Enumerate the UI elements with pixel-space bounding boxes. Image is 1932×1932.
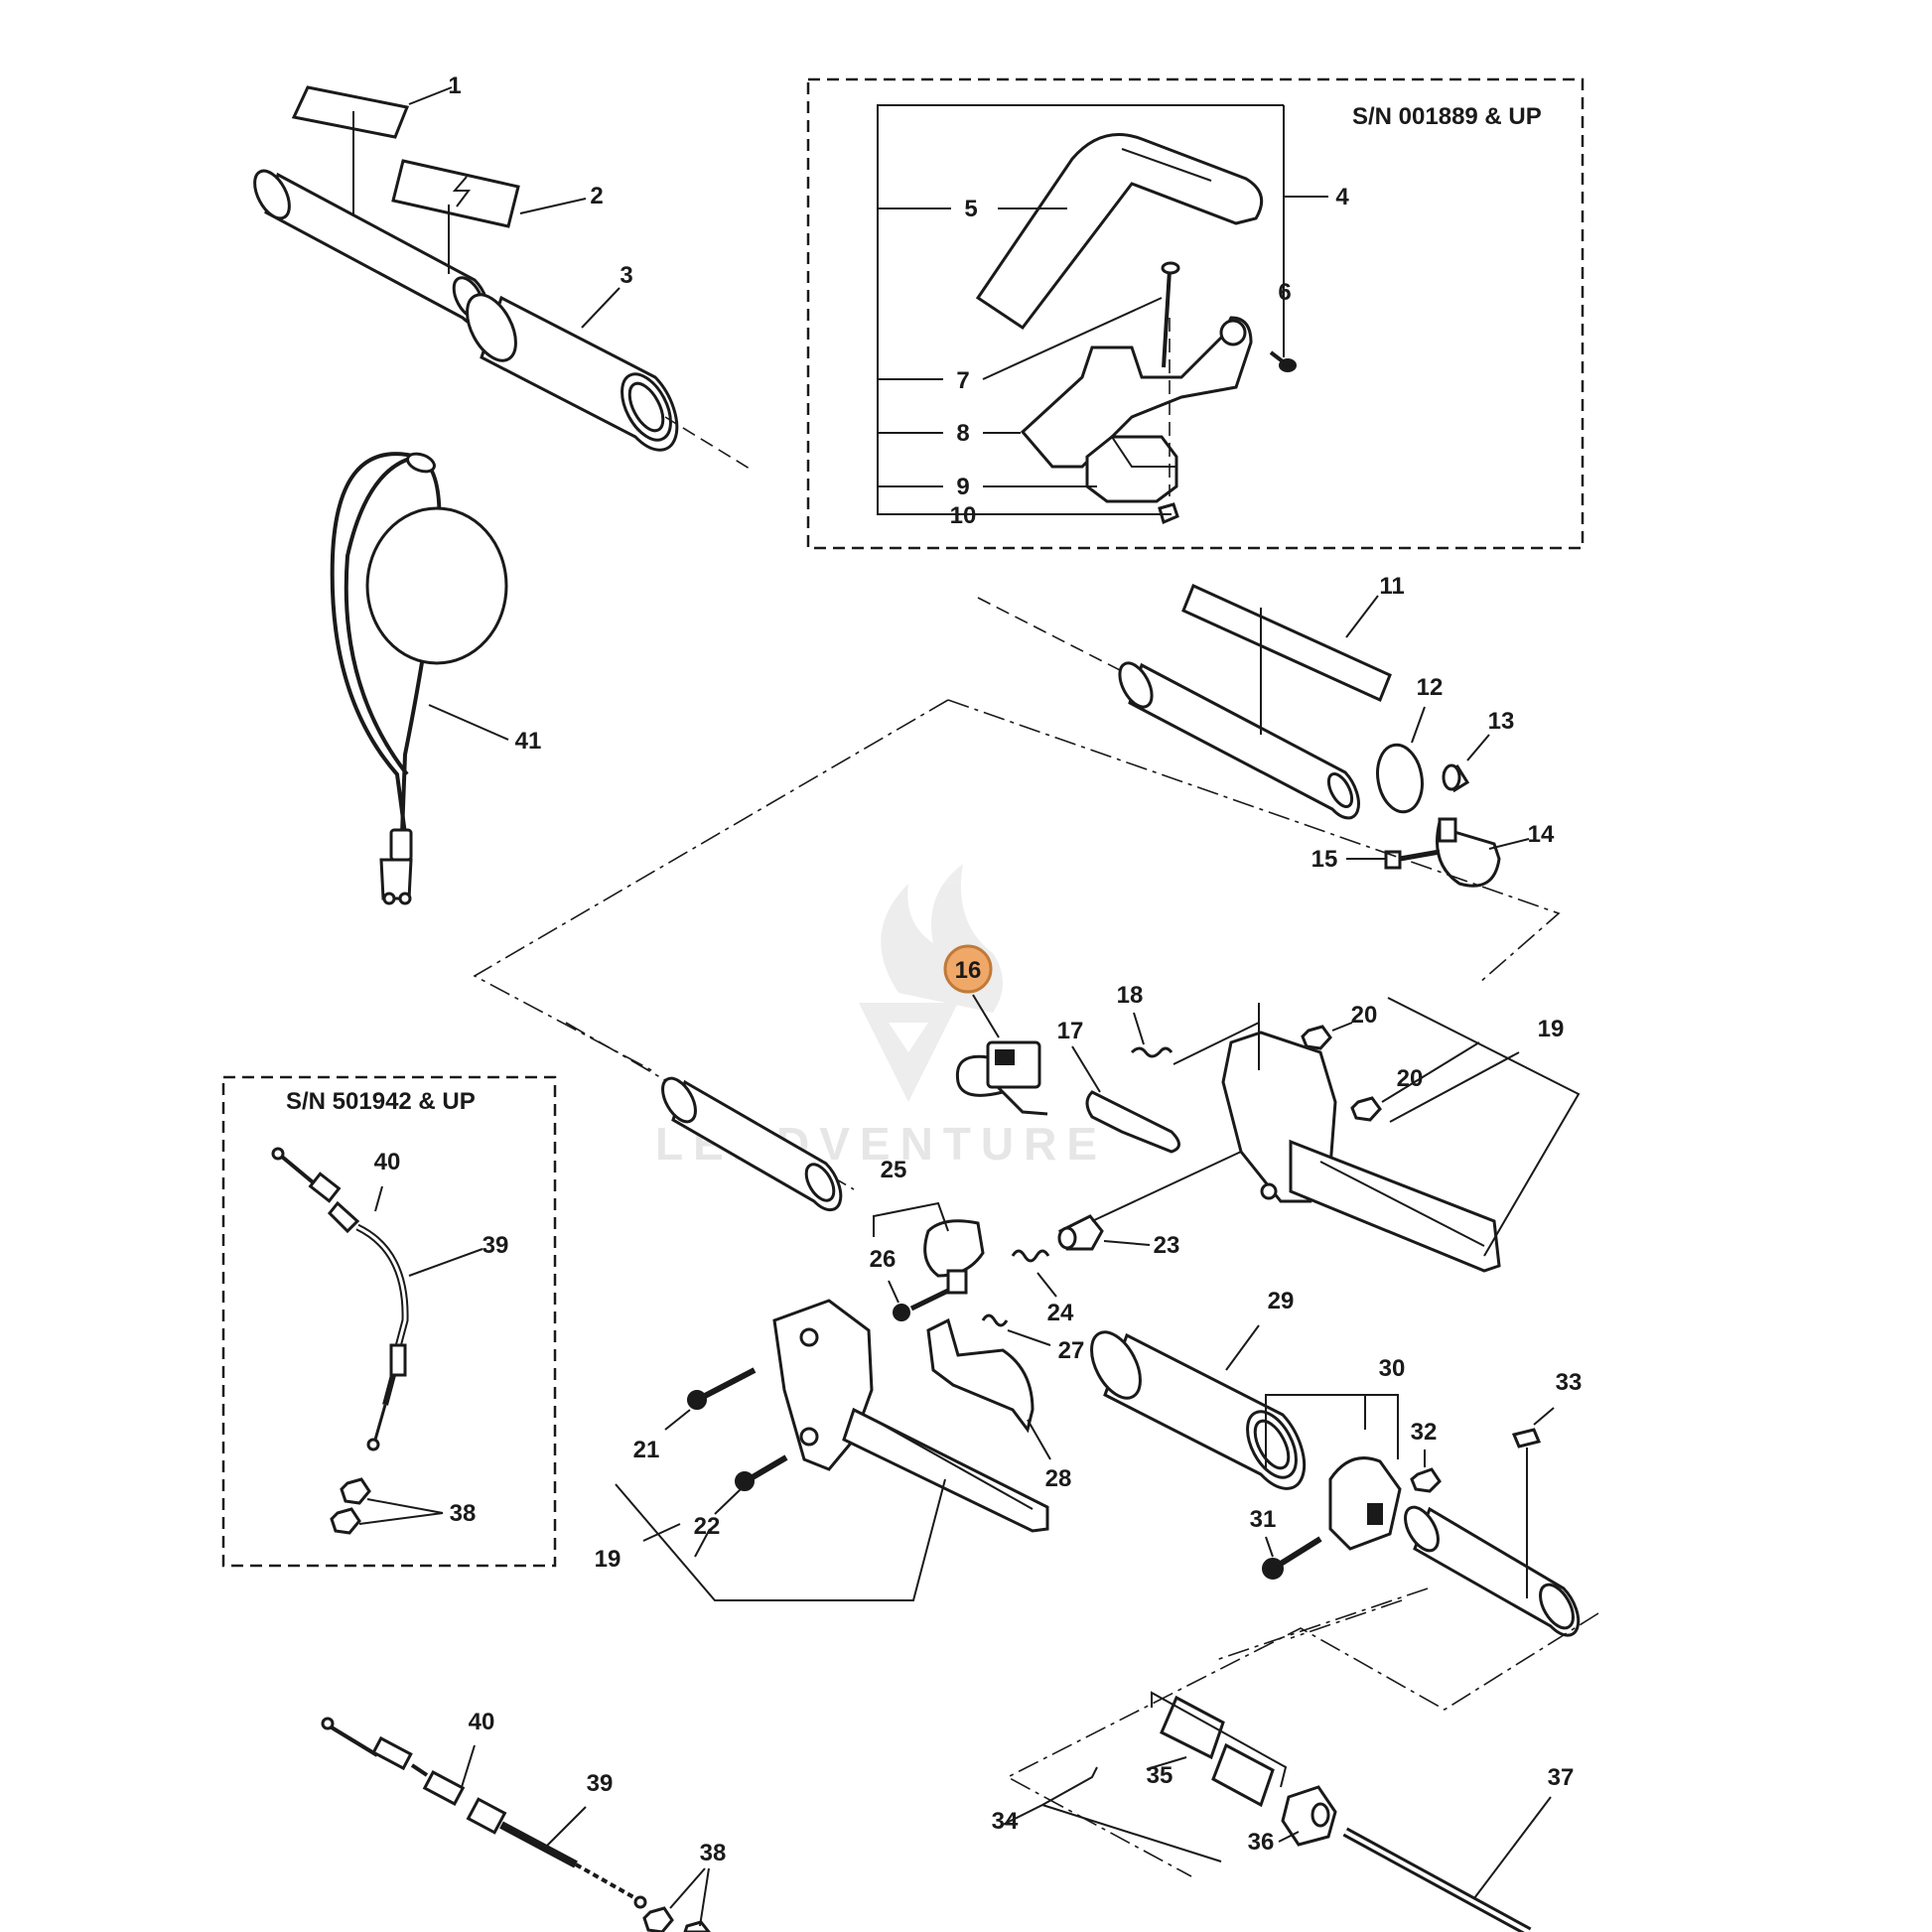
label-9: 9 [956, 474, 969, 500]
label-6: 6 [1278, 279, 1291, 306]
label-7: 7 [956, 367, 969, 394]
grip-29 [1090, 1330, 1307, 1490]
throttle-lever-28 [926, 1317, 1035, 1434]
sn-box-left [221, 1075, 557, 1568]
throttle-cable-39-lower [321, 1717, 647, 1909]
label-5: 5 [964, 196, 977, 222]
label-19-lower: 19 [595, 1546, 621, 1573]
spring-24 [1011, 1249, 1050, 1263]
bolt-26 [893, 1288, 950, 1321]
drive-shaft-37 [1342, 1827, 1532, 1932]
label-38-lower: 38 [700, 1840, 727, 1866]
label-41: 41 [515, 728, 542, 755]
label-11: 11 [1379, 573, 1404, 600]
shaft-tube [1404, 1505, 1581, 1637]
label-12: 12 [1417, 674, 1444, 701]
label-40-lower: 40 [469, 1709, 495, 1735]
label-25: 25 [881, 1157, 907, 1183]
label-32: 32 [1411, 1419, 1438, 1446]
ring-12 [1376, 743, 1424, 814]
clamp-30 [1328, 1456, 1402, 1551]
throttle-cable-39 [271, 1147, 409, 1451]
label-19-right: 19 [1538, 1016, 1565, 1042]
decal-2 [391, 159, 520, 228]
label-38-left: 38 [450, 1500, 477, 1527]
nut-20a [1301, 1025, 1332, 1050]
loop-handle-4 [975, 133, 1264, 331]
label-33: 33 [1556, 1369, 1583, 1396]
handle-body-19 [1221, 1031, 1501, 1273]
label-18: 18 [1117, 982, 1144, 1009]
label-40-left: 40 [374, 1149, 401, 1175]
nuts-38-lower [642, 1906, 711, 1932]
label-13: 13 [1488, 708, 1515, 735]
label-21: 21 [633, 1437, 660, 1463]
decal-11 [1181, 583, 1392, 703]
label-24: 24 [1047, 1300, 1074, 1326]
label-14: 14 [1528, 821, 1555, 848]
nut-20b [1350, 1096, 1382, 1122]
label-4: 4 [1335, 184, 1349, 210]
clamp-8 [1020, 316, 1253, 469]
label-1: 1 [448, 72, 461, 99]
label-2: 2 [590, 183, 603, 209]
screw-7 [1161, 261, 1180, 368]
spring-18 [1130, 1046, 1173, 1058]
grip-3 [466, 293, 679, 452]
label-31: 31 [1250, 1506, 1277, 1533]
label-28: 28 [1045, 1465, 1072, 1492]
grip-tube-left [661, 1076, 843, 1212]
bolt-15 [1384, 849, 1441, 870]
label-39-lower: 39 [587, 1770, 614, 1797]
handle-tube-right [1118, 661, 1360, 820]
nut-36 [1281, 1785, 1337, 1847]
label-36: 36 [1248, 1829, 1275, 1856]
label-26: 26 [870, 1246, 897, 1273]
label-39-left: 39 [483, 1232, 509, 1259]
part-labels: 1 2 3 4 5 6 7 8 9 10 11 12 13 14 15 16 1… [374, 72, 1583, 1866]
nuts-38-left [330, 1477, 371, 1535]
label-15: 15 [1311, 846, 1338, 873]
clamp-25 [923, 1219, 985, 1295]
label-20-upper: 20 [1351, 1002, 1378, 1029]
label-3: 3 [620, 262, 632, 289]
label-35: 35 [1147, 1762, 1173, 1789]
sn-label-left: S/N 501942 & UP [286, 1088, 476, 1115]
decal-33 [1511, 1428, 1542, 1449]
label-34: 34 [992, 1808, 1019, 1835]
label-29: 29 [1268, 1288, 1295, 1314]
sleeve-13 [1442, 763, 1470, 793]
label-10: 10 [950, 502, 977, 529]
screw-6 [1269, 350, 1297, 372]
clamp-9 [1085, 435, 1178, 503]
label-27: 27 [1058, 1337, 1085, 1364]
decal-1 [291, 85, 410, 139]
label-30: 30 [1379, 1355, 1406, 1382]
label-23: 23 [1154, 1232, 1180, 1259]
highlight-16 [943, 944, 993, 994]
pivot-23 [1057, 1214, 1104, 1251]
label-20-lower: 20 [1397, 1065, 1424, 1092]
label-16: 16 [955, 957, 982, 984]
cable-17 [1085, 1090, 1180, 1154]
label-22: 22 [694, 1513, 721, 1540]
bolt-31 [1262, 1536, 1322, 1580]
clamp-14 [1436, 817, 1501, 888]
label-37: 37 [1548, 1764, 1575, 1791]
nut-32 [1410, 1467, 1442, 1493]
coupler-35 [1160, 1695, 1275, 1808]
bolt-21 [687, 1367, 757, 1410]
sn-label-upper-right: S/N 001889 & UP [1352, 103, 1542, 130]
switch-16 [955, 1040, 1048, 1116]
label-17: 17 [1057, 1018, 1084, 1044]
handle-body-19-lower [772, 1299, 1049, 1533]
spring-27 [981, 1313, 1009, 1327]
shoulder-strap-41 [330, 452, 508, 905]
bolt-22 [735, 1454, 788, 1491]
label-8: 8 [956, 420, 969, 447]
sn-box-upper-right [806, 77, 1585, 550]
